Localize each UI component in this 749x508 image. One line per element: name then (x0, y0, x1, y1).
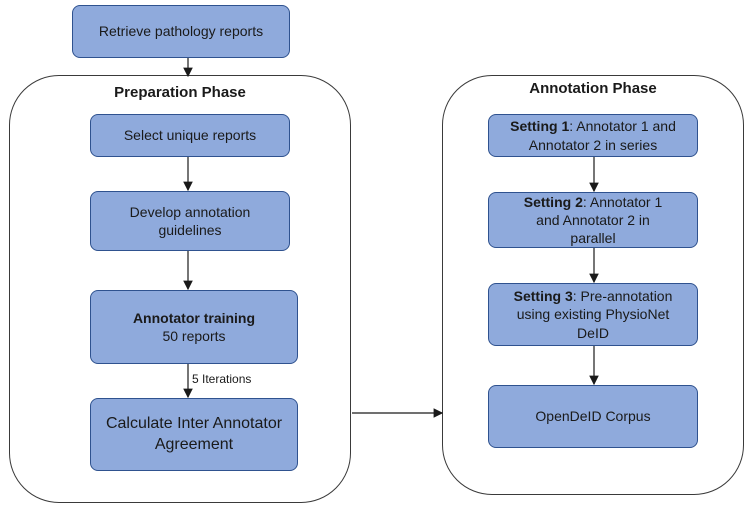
opendeid-corpus-label: OpenDeID Corpus (535, 408, 651, 425)
setting2-line2: and Annotator 2 in (536, 211, 650, 228)
iterations-label: 5 Iterations (192, 372, 252, 386)
retrieve-reports-label: Retrieve pathology reports (98, 23, 264, 40)
setting3-desc: : Pre-annotation (572, 288, 673, 305)
develop-guidelines-line1: Develop annotation (129, 203, 251, 220)
retrieve-reports-box: Retrieve pathology reports (72, 5, 290, 58)
opendeid-corpus-box: OpenDeID Corpus (488, 385, 698, 448)
annotator-training-box: Annotator training 50 reports (90, 290, 298, 364)
setting1-box: Setting 1: Annotator 1 and Annotator 2 i… (488, 114, 698, 157)
annotator-training-title: Annotator training (132, 309, 256, 326)
setting3-box: Setting 3: Pre-annotation using existing… (488, 283, 698, 346)
setting2-line3: parallel (570, 230, 616, 247)
setting3-label: Setting 3 (513, 288, 573, 305)
setting1-line2: Annotator 2 in series (528, 136, 658, 153)
setting2-label: Setting 2 (523, 193, 583, 210)
annotation-phase-title: Annotation Phase (529, 80, 657, 97)
develop-guidelines-box: Develop annotation guidelines (90, 191, 290, 251)
calc-agreement-box: Calculate Inter Annotator Agreement (90, 398, 298, 471)
setting2-desc: : Annotator 1 (582, 193, 663, 210)
preparation-phase-title: Preparation Phase (114, 84, 246, 101)
develop-guidelines-line2: guidelines (158, 222, 222, 238)
setting1-desc: : Annotator 1 and (569, 118, 676, 135)
setting3-line3: DeID (577, 324, 609, 341)
calc-agreement-line2: Agreement (154, 435, 234, 453)
setting3-line1: Setting 3: Pre-annotation (514, 287, 673, 305)
setting1-line1: Setting 1: Annotator 1 and (510, 117, 676, 135)
annotator-training-sub: 50 reports (162, 328, 226, 344)
select-reports-box: Select unique reports (90, 114, 290, 157)
setting3-line2: using existing PhysioNet (516, 306, 670, 323)
setting2-line1: Setting 2: Annotator 1 (524, 193, 663, 211)
select-reports-label: Select unique reports (123, 127, 257, 144)
calc-agreement-line1: Calculate Inter Annotator (105, 414, 283, 432)
setting1-label: Setting 1 (510, 118, 570, 135)
setting2-box: Setting 2: Annotator 1 and Annotator 2 i… (488, 192, 698, 248)
